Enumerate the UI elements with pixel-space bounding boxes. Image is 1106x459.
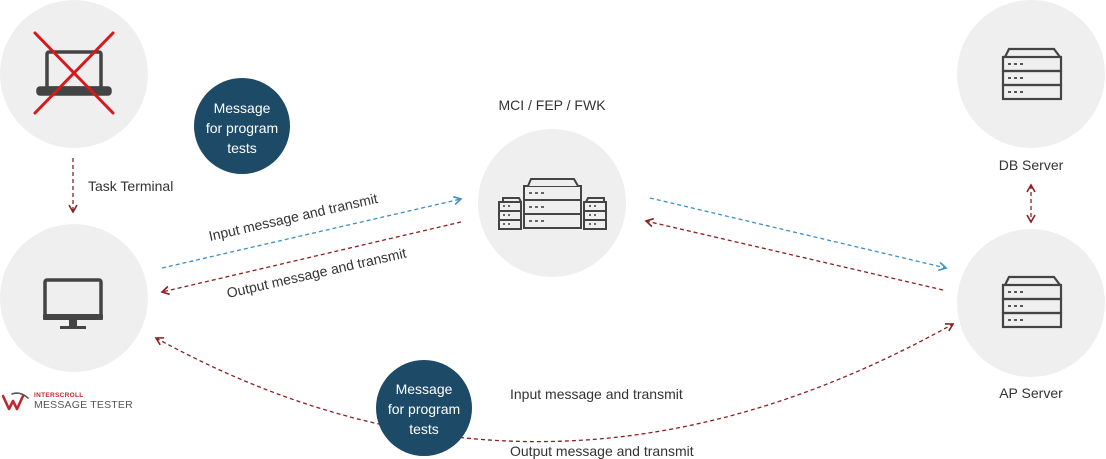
input-arrow-top: [161, 195, 463, 269]
tester-circle: [0, 224, 148, 372]
output-arrow-right: [644, 217, 944, 291]
logo-top-text: INTERSCROLL: [34, 391, 84, 399]
cross-icon: [33, 31, 115, 115]
server-cluster-icon: [498, 178, 607, 230]
monitor-icon: [43, 278, 103, 329]
bubble-top-line-1: Message: [214, 100, 271, 116]
logo-mark-icon: [2, 392, 29, 411]
db-server-label: DB Server: [999, 157, 1064, 173]
input-label-top: Input message and transmit: [207, 190, 379, 244]
ap-server-label: AP Server: [999, 385, 1063, 401]
bottom-curve-arrow: [154, 323, 955, 443]
db-server-circle: [957, 0, 1105, 148]
mci-label: MCI / FEP / FWK: [498, 97, 606, 113]
output-arrow-top: [160, 221, 462, 296]
output-label-bottom: Output message and transmit: [510, 443, 694, 459]
ap-server-icon: [1001, 275, 1063, 329]
bubble-bottom-line-3: tests: [409, 421, 439, 437]
message-bubble-bottom: Message for program tests: [376, 360, 472, 456]
task-terminal-label: Task Terminal: [88, 178, 173, 194]
interscroll-logo: INTERSCROLL MESSAGE TESTER: [2, 390, 133, 412]
bubble-top-line-3: tests: [227, 140, 257, 156]
message-bubble-top: Message for program tests: [194, 78, 290, 174]
db-server-icon: [1001, 47, 1063, 101]
input-arrow-right: [649, 197, 948, 272]
bubble-top-line-2: for program: [206, 120, 278, 136]
bubble-bottom-line-2: for program: [388, 401, 460, 417]
logo-main-text: MESSAGE TESTER: [34, 398, 133, 411]
ap-server-circle: [957, 229, 1105, 377]
output-label-top: Output message and transmit: [225, 245, 408, 301]
input-label-bottom: Input message and transmit: [510, 386, 683, 402]
bubble-bottom-line-1: Message: [396, 381, 453, 397]
